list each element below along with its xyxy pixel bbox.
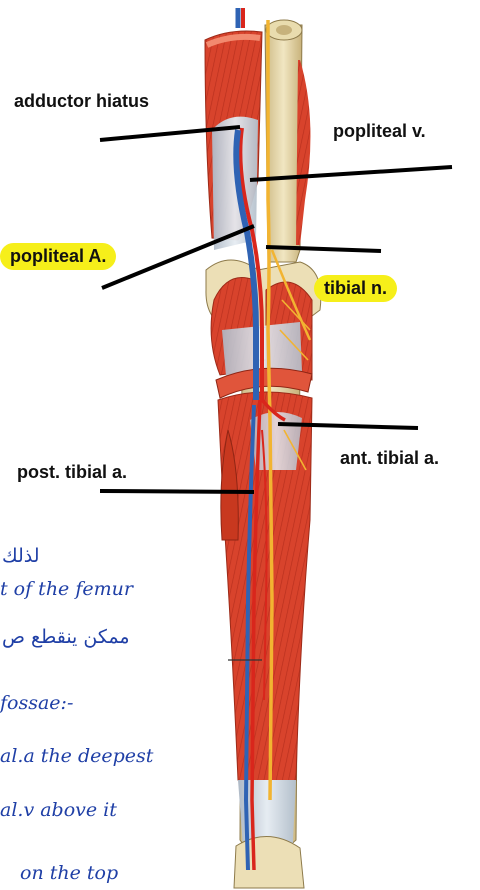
label-popliteal-a: popliteal A.	[0, 243, 116, 270]
handwritten-note-7: on the top	[20, 862, 118, 884]
handwritten-note-4: fossae:-	[0, 692, 73, 714]
handwritten-note-3: ممكن ينقطع ص	[2, 626, 130, 648]
label-popliteal-v: popliteal v.	[333, 121, 426, 142]
label-ant-tibial-a: ant. tibial a.	[340, 448, 439, 469]
handwritten-note-1: لذلك	[2, 545, 40, 567]
label-post-tibial-a: post. tibial a.	[17, 462, 127, 483]
leader-post-tibial-a	[100, 491, 254, 492]
ankle-bones	[234, 836, 304, 888]
medial-thigh-muscle	[296, 60, 310, 245]
handwritten-note-6: al.v above it	[0, 799, 117, 821]
label-adductor-hiatus: adductor hiatus	[14, 91, 149, 112]
handwritten-note-5: al.a the deepest	[0, 745, 153, 767]
handwritten-note-2: t of the femur	[0, 578, 133, 600]
label-tibial-n: tibial n.	[314, 275, 397, 302]
